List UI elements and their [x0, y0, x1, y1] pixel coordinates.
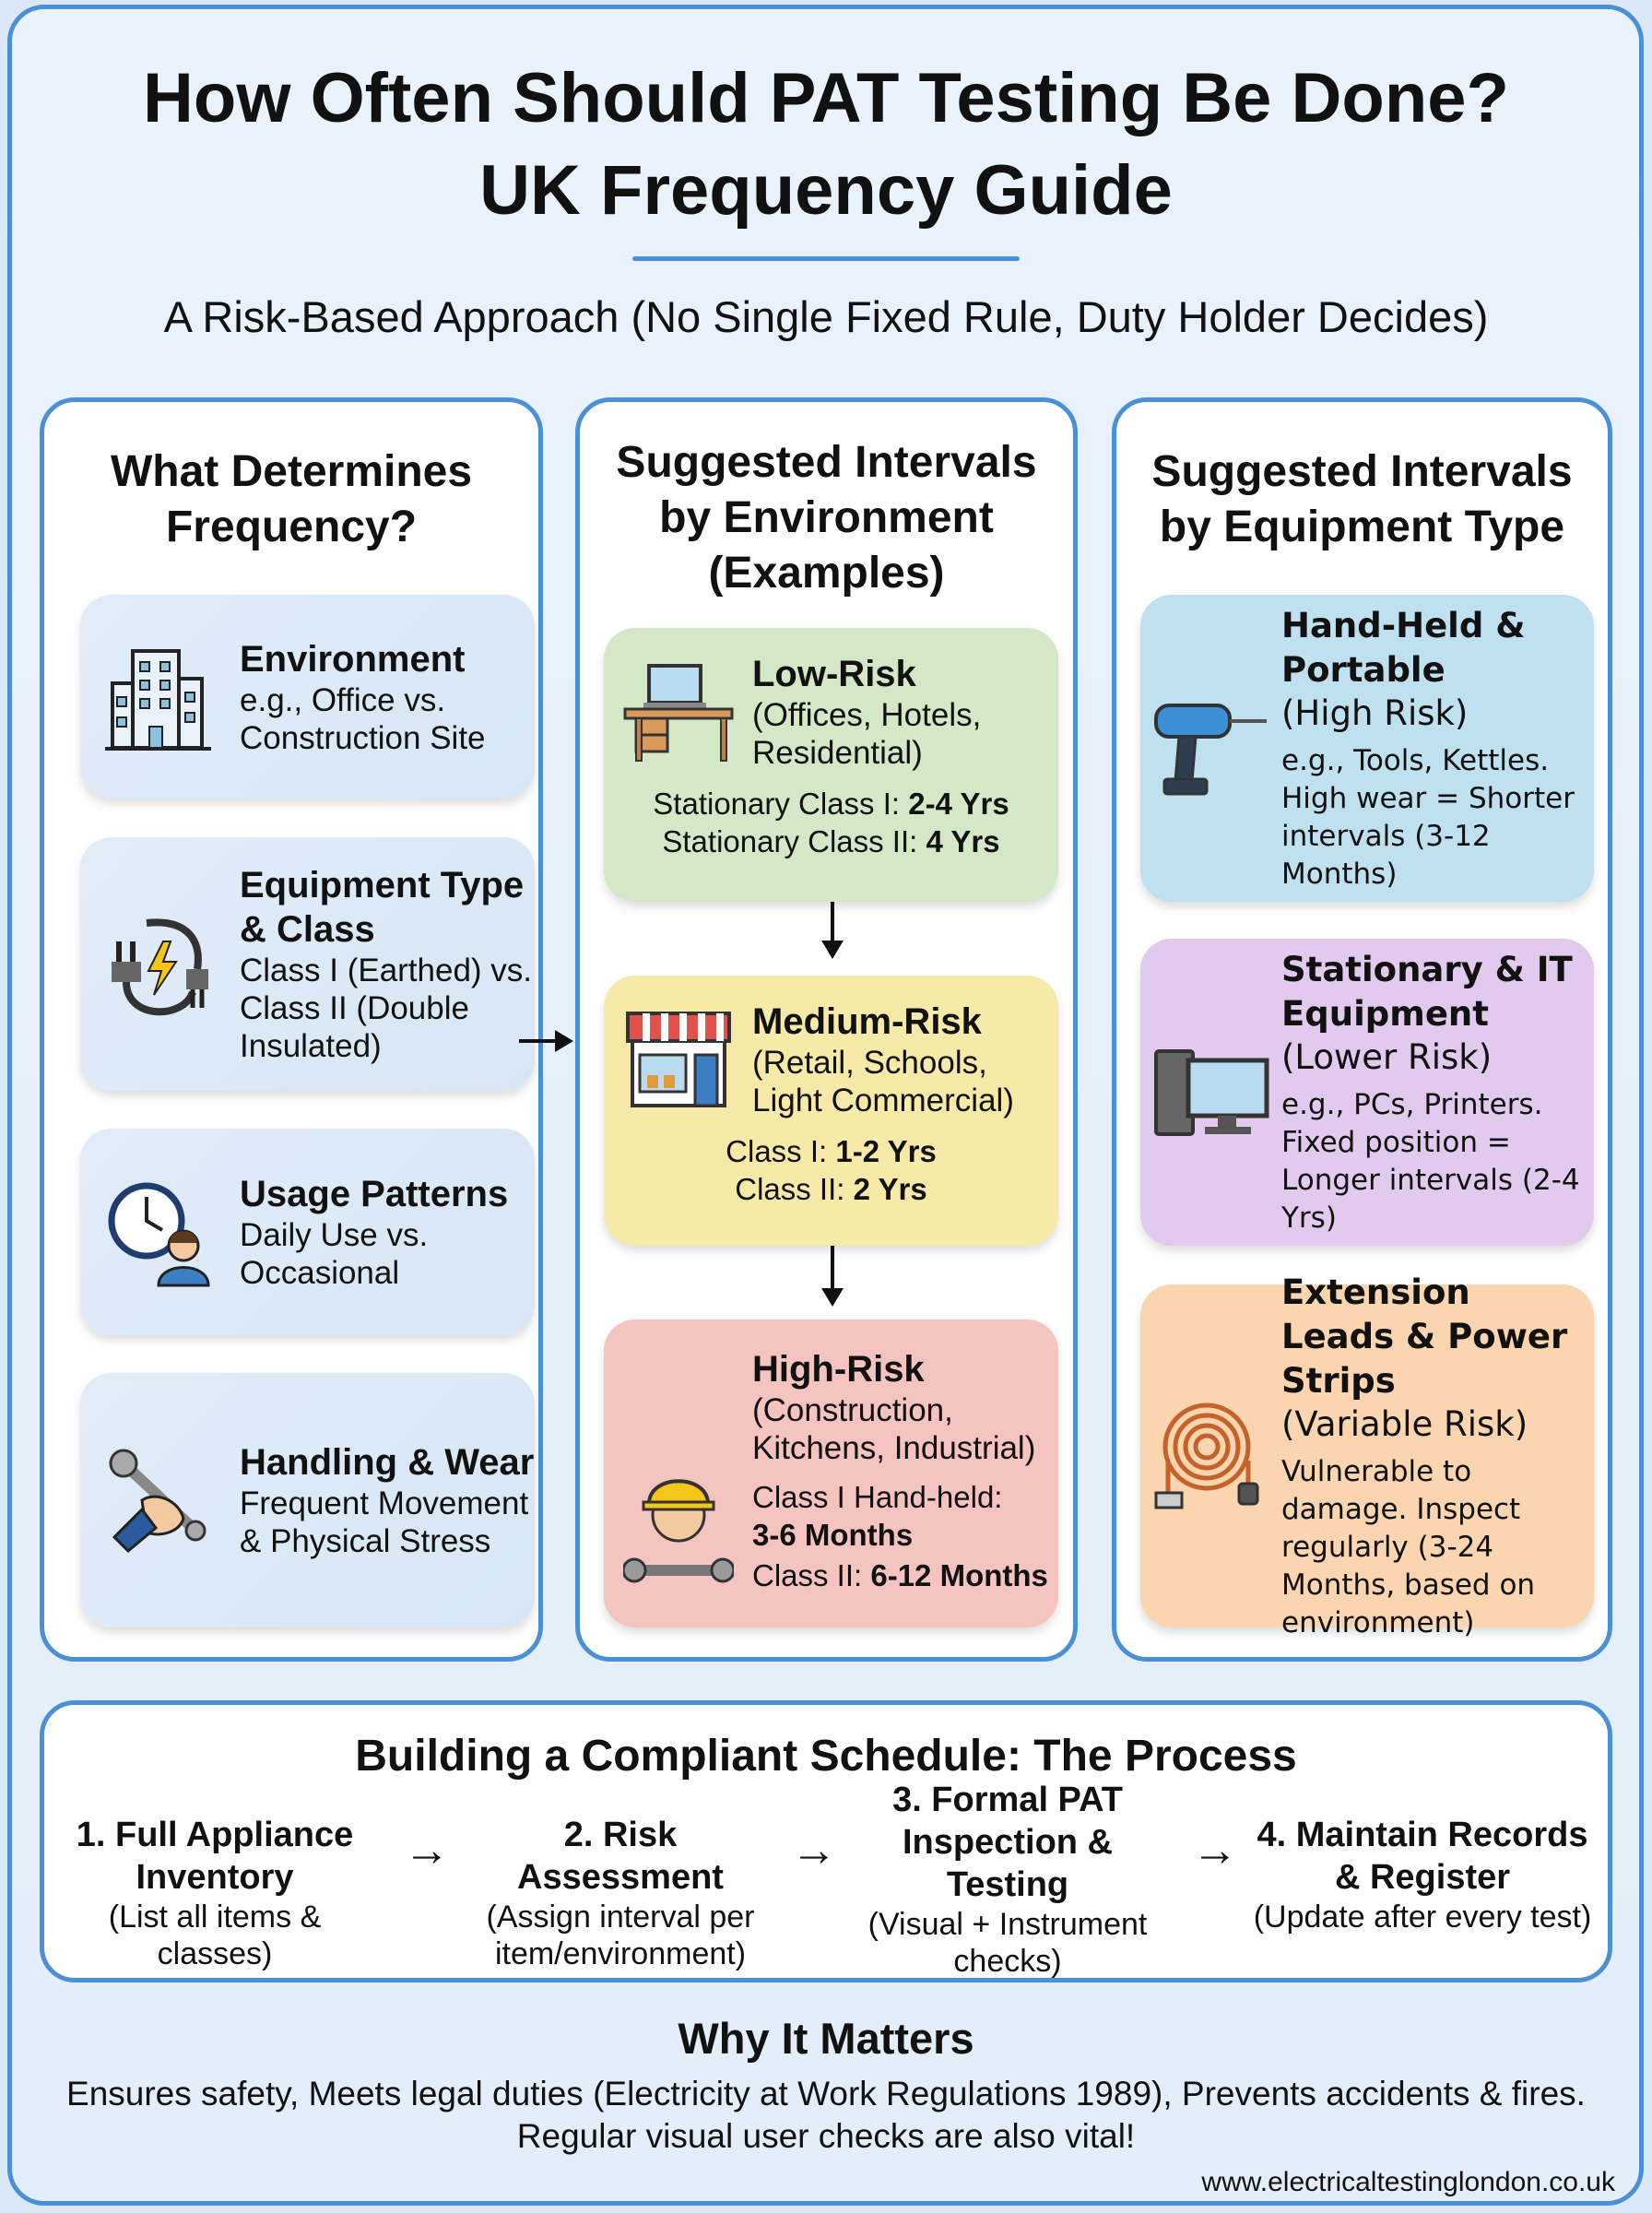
title-divider: [632, 256, 1020, 261]
arrow-right-icon: →: [404, 1824, 450, 1876]
website-link[interactable]: www.electricaltestinglondon.co.uk: [1201, 2167, 1615, 2197]
equip-text: Vulnerable to damage. Inspect regularly …: [1281, 1454, 1536, 1639]
equip-title: Stationary & IT Equipment: [1281, 949, 1573, 1034]
equip-risk: (Lower Risk): [1281, 1036, 1493, 1077]
building-icon: [80, 642, 240, 752]
hand-wrench-icon: [80, 1445, 240, 1556]
env-examples: (Offices, Hotels, Residential): [752, 697, 982, 771]
factor-title: Usage Patterns: [240, 1174, 509, 1214]
factor-title: Handling & Wear: [240, 1442, 535, 1483]
process-step: 2. Risk Assessment(Assign interval per i…: [486, 1816, 755, 1971]
drill-icon: [1140, 698, 1281, 799]
env-card-high-risk: High-Risk(Construction, Kitchens, Indust…: [604, 1320, 1058, 1627]
arrow-right-icon: →: [791, 1824, 837, 1876]
factor-text: Daily Use vs. Occasional: [240, 1217, 429, 1291]
env-examples: (Construction, Kitchens, Industrial): [752, 1392, 1036, 1466]
clock-person-icon: [80, 1177, 240, 1287]
env-title: High-Risk: [752, 1349, 925, 1390]
why-heading: Why It Matters: [678, 2014, 974, 2063]
equip-text: e.g., Tools, Kettles. High wear = Shorte…: [1281, 743, 1575, 891]
factor-text: e.g., Office vs. Construction Site: [240, 681, 486, 756]
factor-text: Class I (Earthed) vs. Class II (Double I…: [240, 953, 533, 1064]
subtitle: A Risk-Based Approach (No Single Fixed R…: [163, 292, 1489, 341]
computer-icon: [1140, 1042, 1281, 1143]
equip-text: e.g., PCs, Printers. Fixed position = Lo…: [1281, 1087, 1580, 1235]
process-step: 3. Formal PAT Inspection & Testing(Visua…: [867, 1781, 1148, 1979]
page-title: How Often Should PAT Testing Be Done?UK …: [143, 59, 1509, 230]
cable-reel-icon: [1140, 1396, 1281, 1516]
equip-title: Hand-Held & Portable: [1281, 605, 1526, 690]
worker-icon: [604, 1460, 752, 1598]
connector-arrow: [519, 1039, 560, 1043]
env-card-low-risk: Low-Risk(Offices, Hotels, Residential) S…: [604, 628, 1058, 902]
factor-title: Equipment Type & Class: [240, 865, 525, 950]
process-title: Building a Compliant Schedule: The Proce…: [355, 1732, 1297, 1781]
equip-title: Extension Leads & Power Strips: [1281, 1272, 1568, 1401]
process-step: 1. Full Appliance Inventory(List all ite…: [76, 1816, 354, 1971]
process-step: 4. Maintain Records & Register(Update af…: [1253, 1816, 1592, 1935]
env-card-medium-risk: Medium-Risk(Retail, Schools, Light Comme…: [604, 976, 1058, 1246]
factor-text: Frequent Movement & Physical Stress: [240, 1485, 529, 1559]
equip-card-stationary: Stationary & IT Equipment(Lower Risk) e.g…: [1140, 939, 1594, 1246]
env-examples: (Retail, Schools, Light Commercial): [752, 1045, 1014, 1118]
factor-title: Environment: [240, 638, 466, 680]
equip-card-extension: Extension Leads & Power Strips(Variable …: [1140, 1272, 1594, 1639]
plug-lightning-icon: [80, 905, 240, 1024]
env-title: Medium-Risk: [752, 1001, 982, 1042]
process-panel: Building a Compliant Schedule: The Proce…: [40, 1700, 1612, 1982]
flow-arrow: [821, 902, 844, 959]
why-text: Ensures safety, Meets legal duties (Elec…: [66, 2075, 1586, 2155]
arrow-head-icon: [555, 1030, 573, 1052]
equip-risk: (Variable Risk): [1281, 1403, 1528, 1444]
flow-arrow: [821, 1246, 844, 1307]
env-title: Low-Risk: [752, 654, 916, 694]
equip-card-handheld: Hand-Held & Portable(High Risk) e.g., Too…: [1140, 595, 1594, 902]
desk-laptop-icon: [604, 652, 752, 772]
shop-icon: [604, 1000, 752, 1119]
arrow-right-icon: →: [1192, 1824, 1238, 1876]
equip-risk: (High Risk): [1281, 692, 1469, 733]
